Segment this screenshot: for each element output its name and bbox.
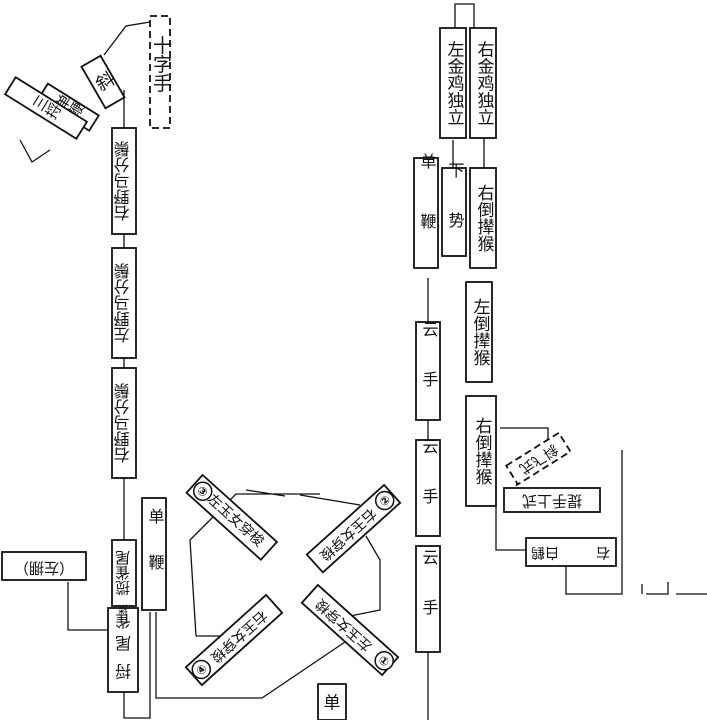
node-yema-3-label: 右野马分鬃 xyxy=(114,383,133,463)
node-danbian-mid-label: 单鞭 xyxy=(146,508,165,600)
node-yunv-1: 左玉女穿梭 ① xyxy=(300,583,400,677)
node-yun-1-box xyxy=(415,321,441,421)
node-yunv-3: 左玉女穿梭 ③ xyxy=(185,473,279,561)
node-yema-1: 右野马分鬃 xyxy=(111,127,137,235)
connector-zuopeng-to-lou xyxy=(67,582,110,631)
node-youjinji: 右金鸡独立 xyxy=(469,27,497,139)
node-yunv-4: 右玉女穿梭 ④ xyxy=(184,593,284,687)
node-daonian-1-box xyxy=(469,167,497,269)
node-shizi-box xyxy=(149,15,171,129)
node-youjinji-label: 右金鸡独立 xyxy=(474,40,495,125)
node-yema-3-box xyxy=(111,367,137,479)
node-mou-label: 搂 xyxy=(118,603,128,616)
node-yunv-1-label: 左玉女穿梭 xyxy=(312,595,375,654)
node-yun-1-label: 云手 xyxy=(420,321,439,421)
node-yunv-2-box xyxy=(305,483,402,574)
connector-daonian-to-xiefei xyxy=(500,427,549,446)
node-tishou-box xyxy=(503,487,601,513)
node-lanque-label: 揽雀尾 xyxy=(114,549,132,595)
node-lanque-box xyxy=(111,539,137,607)
node-daonian-1: 右倒撵猴 xyxy=(469,167,497,269)
node-yun-2-box xyxy=(415,439,441,537)
node-daonian-2-label: 左倒撵猴 xyxy=(470,298,491,366)
node-yema-2-label: 左野马分鬃 xyxy=(114,263,133,343)
node-zuojinji-box xyxy=(439,27,467,139)
node-xiashi-box xyxy=(441,167,467,257)
connector-left-to-danbian xyxy=(123,612,151,719)
node-yun-3: 云手 xyxy=(415,545,441,653)
node-xie-box xyxy=(80,54,126,110)
node-dan-bottom-label: 单 xyxy=(324,694,341,714)
node-daonian-2-box xyxy=(465,281,493,383)
node-daonian-3: 右倒撵猴 xyxy=(465,395,497,507)
node-xiashi-label: 下势 xyxy=(446,162,465,262)
node-yun-3-label: 云手 xyxy=(420,549,439,649)
node-yun-2: 云手 xyxy=(415,438,441,538)
node-daonian-3-box xyxy=(465,395,497,507)
connector-sanjiu-bracket xyxy=(19,139,51,163)
node-daonian-2: 左倒撵猴 xyxy=(465,281,493,383)
node-baihe-box xyxy=(525,537,617,567)
node-yunv-4-box xyxy=(184,593,284,687)
connector-shizi-to-xie xyxy=(103,21,151,56)
node-yun-3-box xyxy=(415,545,441,653)
connector-jinji-bracket xyxy=(454,3,475,28)
node-danbian-right-box xyxy=(413,157,439,269)
node-xie: 斜 xyxy=(80,54,126,110)
node-zuojinji: 左金鸡独立 xyxy=(439,27,467,139)
node-zuopeng: （左掤） xyxy=(1,551,87,581)
node-yema-2: 左野马分鬃 xyxy=(111,247,137,359)
node-dan-bottom: 单 xyxy=(317,683,347,720)
node-xiefei-box xyxy=(504,431,572,486)
node-yun-1: 云手 xyxy=(415,321,441,421)
node-jiu-label: 捋 xyxy=(115,662,131,681)
node-yunv-2-label: 右玉女穿梭 xyxy=(316,505,379,564)
node-yema-1-box xyxy=(111,127,137,235)
node-yema-2-box xyxy=(111,247,137,359)
badge-3 xyxy=(192,481,213,501)
node-que-label: 雀 xyxy=(115,612,131,631)
node-xiefei: 斜飞式 xyxy=(504,431,572,486)
node-sanjiu-box xyxy=(3,76,89,140)
connector-right-tail xyxy=(565,450,707,595)
badge-1 xyxy=(374,651,394,671)
node-shizi-shou: 十字手 xyxy=(149,15,172,129)
node-tishou-label: 提手上式 xyxy=(522,492,582,510)
connector-danbian-to-yunv4 xyxy=(155,612,346,699)
node-dan-bottom-box xyxy=(317,683,347,720)
node-baihe-label: 白鹤 xyxy=(531,544,559,560)
node-danbian-right: 单鞭 xyxy=(413,153,439,273)
node-danbian-right-label: 单鞭 xyxy=(418,153,437,273)
node-wei-label: 尾 xyxy=(115,634,131,653)
node-queweijiu: 雀 尾 捋 搂 xyxy=(107,603,139,693)
node-youjinji-box xyxy=(469,27,497,139)
node-zuojinji-label: 左金鸡独立 xyxy=(444,40,465,125)
node-shizi-label: 十字手 xyxy=(150,35,172,92)
node-danbian-mid-box xyxy=(141,497,167,611)
badge-4 xyxy=(191,659,212,680)
node-you-label: 右 xyxy=(596,544,610,560)
node-tishou: 提手上式 xyxy=(503,487,601,513)
connector-tishou-to-baihe xyxy=(495,506,526,551)
node-yema-1-label: 右野马分鬃 xyxy=(114,141,133,221)
node-danbian-mid: 单鞭 xyxy=(141,497,167,611)
node-yunv-3-label: 左玉女穿梭 xyxy=(204,491,267,550)
node-yun-2-label: 云手 xyxy=(420,438,439,538)
node-yema-3: 右野马分鬃 xyxy=(111,367,137,479)
badge-2 xyxy=(374,490,395,511)
node-baihe: 白鹤 右 xyxy=(525,537,617,567)
node-daonian-3-label: 右倒撵猴 xyxy=(472,417,493,485)
node-daonian-1-label: 右倒撵猴 xyxy=(474,184,495,252)
node-xiashi: 下势 xyxy=(441,162,467,262)
node-queweijiu-box xyxy=(107,607,139,693)
node-lanque: 揽雀尾 xyxy=(111,539,137,607)
node-zuopeng-label: （左掤） xyxy=(14,559,74,577)
node-zuopeng-box xyxy=(1,551,87,581)
